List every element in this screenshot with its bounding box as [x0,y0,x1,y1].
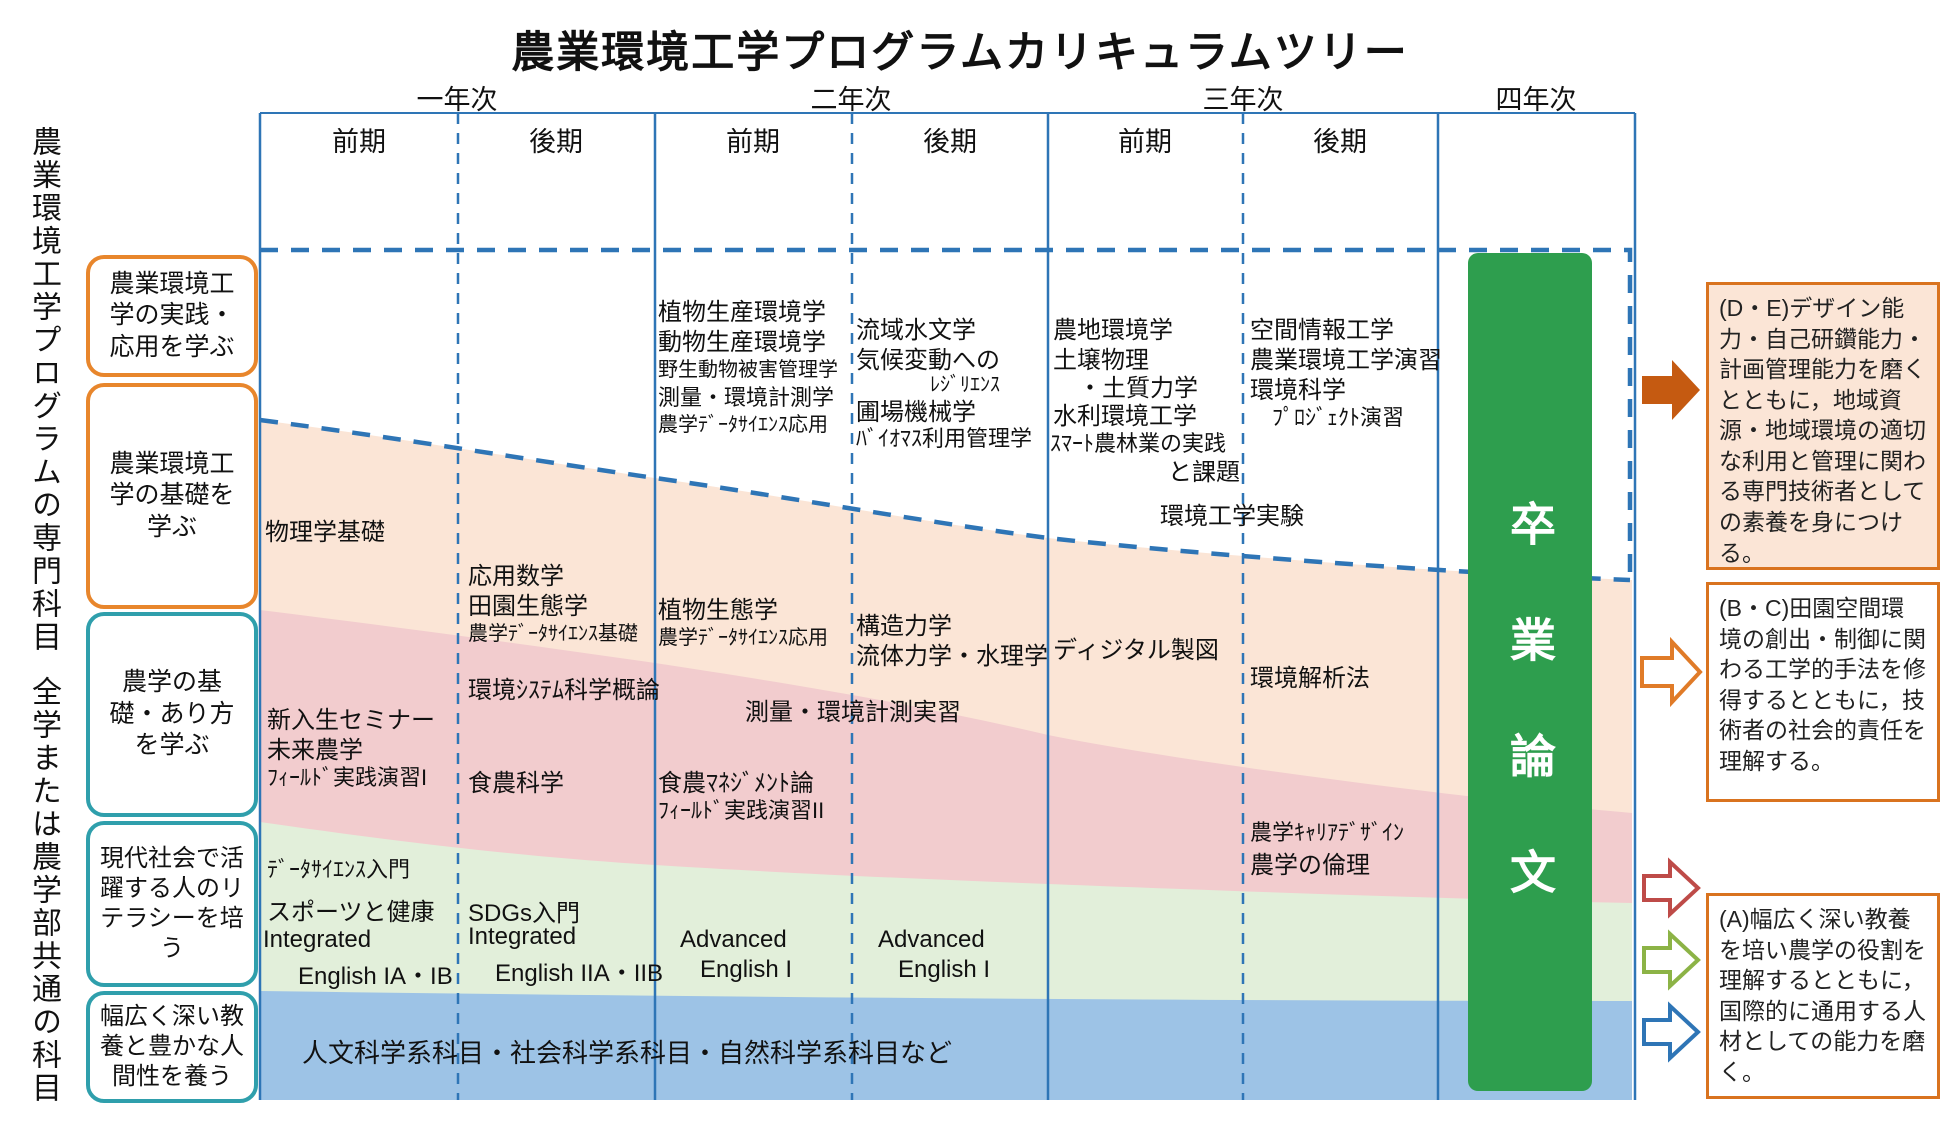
thesis-bar-label: 卒業論文 [1468,253,1592,1091]
course-item: 水利環境工学 [1053,403,1197,430]
course-item: と課題 [1168,459,1240,486]
semester-label-5: 前期 [1118,127,1172,157]
year-label-1: 一年次 [416,85,498,115]
semester-label-6: 後期 [1313,127,1367,157]
course-item: 田園生態学 [468,593,588,620]
course-item: 動物生産環境学 [658,329,826,356]
course-item: 未来農学 [267,737,363,764]
course-item: Integrated [263,926,372,953]
course-item: ・土質力学 [1078,375,1198,402]
semester-label-2: 後期 [529,127,583,157]
course-item: 応用数学 [468,563,564,590]
category-box-general: 幅広く深い教養と豊かな人間性を養う [86,991,258,1103]
course-item: 流域水文学 [856,317,976,344]
course-item: 構造力学 [856,613,952,640]
category-box-practice: 農業環境工学の実践・応用を学ぶ [86,255,258,377]
page-title: 農業環境工学プログラムカリキュラムツリー [511,29,1409,77]
course-item: 物理学基礎 [265,519,385,546]
course-item: 測量・環境計測学 [658,385,835,410]
course-item: ﾚｼﾞﾘｴﾝｽ [930,374,1000,396]
course-item: ﾌｨｰﾙﾄﾞ実践演習I [267,765,428,790]
category-label: 農業環境工学の実践・応用を学ぶ [109,269,235,361]
outcome-box-a: (A)幅広く深い教養を培い農学の役割を理解するとともに，国際的に通用する人材とし… [1706,893,1940,1099]
thesis-bar [1468,253,1592,1091]
course-item: ディジタル製図 [1053,637,1219,664]
course-item: SDGs入門 [468,900,581,927]
course-item: 圃場機械学 [856,399,976,426]
course-item: 環境科学 [1250,377,1346,404]
category-box-literacy: 現代社会で活躍する人のリテラシーを培う [86,821,258,987]
course-item: 植物生産環境学 [658,299,826,326]
course-item: 農学ﾃﾞｰﾀｻｲｴﾝｽ応用 [658,414,828,436]
course-item: 農地環境学 [1053,317,1173,344]
course-item: ﾌﾟﾛｼﾞｪｸﾄ演習 [1272,405,1405,430]
course-item: English I [700,956,793,983]
outcome-arrow-de-icon [1642,360,1700,420]
dashed-boundary-curve [259,417,1631,583]
course-item: ﾊﾞｲｵﾏｽ利用管理学 [856,426,1033,451]
course-item: ﾃﾞｰﾀｻｲｴﾝｽ入門 [267,857,411,882]
category-label: 幅広く深い教養と豊かな人間性を養う [100,1002,244,1091]
course-item: 食農科学 [468,770,564,797]
left-axis-common-label: 全学または農学部共通の科目 [27,676,60,1105]
left-axis-specialized-label: 農業環境工学プログラムの専門科目 [27,126,60,654]
course-item: 流体力学・水理学 [856,643,1048,670]
course-item: Advanced [680,926,787,953]
course-item: 農学ﾃﾞｰﾀｻｲｴﾝｽ基礎 [468,623,638,645]
course-item: 農学の倫理 [1250,852,1370,879]
thesis-text: 卒業論文 [1504,500,1556,964]
course-item: ｽﾏｰﾄ農林業の実践 [1050,431,1227,456]
year-label-3: 三年次 [1202,85,1284,115]
semester-label-3: 前期 [726,127,780,157]
outcome-box-bc: (B・C)田園空間環境の創出・制御に関わる工学的手法を修得するとともに，技術者の… [1706,582,1940,802]
course-item: 土壌物理 [1053,347,1149,374]
course-item: 環境解析法 [1250,665,1370,692]
category-label: 現代社会で活躍する人のリテラシーを培う [100,844,244,963]
course-item: 測量・環境計測実習 [745,699,961,726]
dashed-boundary-top [260,247,1633,578]
course-item: 食農ﾏﾈｼﾞﾒﾝﾄ論 [658,770,814,797]
course-item: 植物生態学 [658,597,778,624]
outcome-arrow-a-green-icon [1642,929,1701,991]
course-item: English IA・IB [298,963,453,990]
category-label: 農学の基礎・あり方を学ぶ [109,668,235,760]
outcome-arrow-bc-icon [1640,636,1703,708]
outcome-arrow-a-blue-icon [1642,1001,1701,1063]
course-item: 農業環境工学演習 [1250,347,1442,374]
course-item: ﾌｨｰﾙﾄﾞ実践演習II [658,798,825,823]
outcome-box-de: (D・E)デザイン能力・自己研鑽能力・計画管理能力を磨くとともに，地域資源・地域… [1706,282,1940,570]
course-item: 野生動物被害管理学 [658,359,838,381]
category-label: 農業環境工学の基礎を学ぶ [109,449,235,541]
course-item: 環境ｼｽﾃﾑ科学概論 [468,677,660,704]
general-band-label: 人文科学系科目・社会科学系科目・自然科学系科目など [302,1038,953,1068]
year-label-4: 四年次 [1495,85,1577,115]
course-item: 気候変動への [856,347,1000,374]
course-item: 空間情報工学 [1250,317,1394,344]
course-item: 環境工学実験 [1160,503,1304,530]
course-item: English I [898,956,991,983]
year-label-2: 二年次 [810,85,892,115]
category-box-basics: 農業環境工学の基礎を学ぶ [86,383,258,609]
semester-label-1: 前期 [332,127,386,157]
course-item: 農学ｷｬﾘｱﾃﾞｻﾞｲﾝ [1250,820,1405,845]
category-box-agri-foundation: 農学の基礎・あり方を学ぶ [86,612,258,817]
course-item: English IIA・IIB [495,960,664,987]
semester-label-4: 後期 [923,127,977,157]
course-item: スポーツと健康 [267,899,435,926]
course-item: 新入生セミナー [267,707,435,734]
course-item: 農学ﾃﾞｰﾀｻｲｴﾝｽ応用 [658,627,828,649]
course-item: Integrated [468,923,577,950]
band-general-area [260,991,1632,1100]
course-item: Advanced [878,926,985,953]
outcome-arrow-a-red-icon [1642,857,1701,919]
